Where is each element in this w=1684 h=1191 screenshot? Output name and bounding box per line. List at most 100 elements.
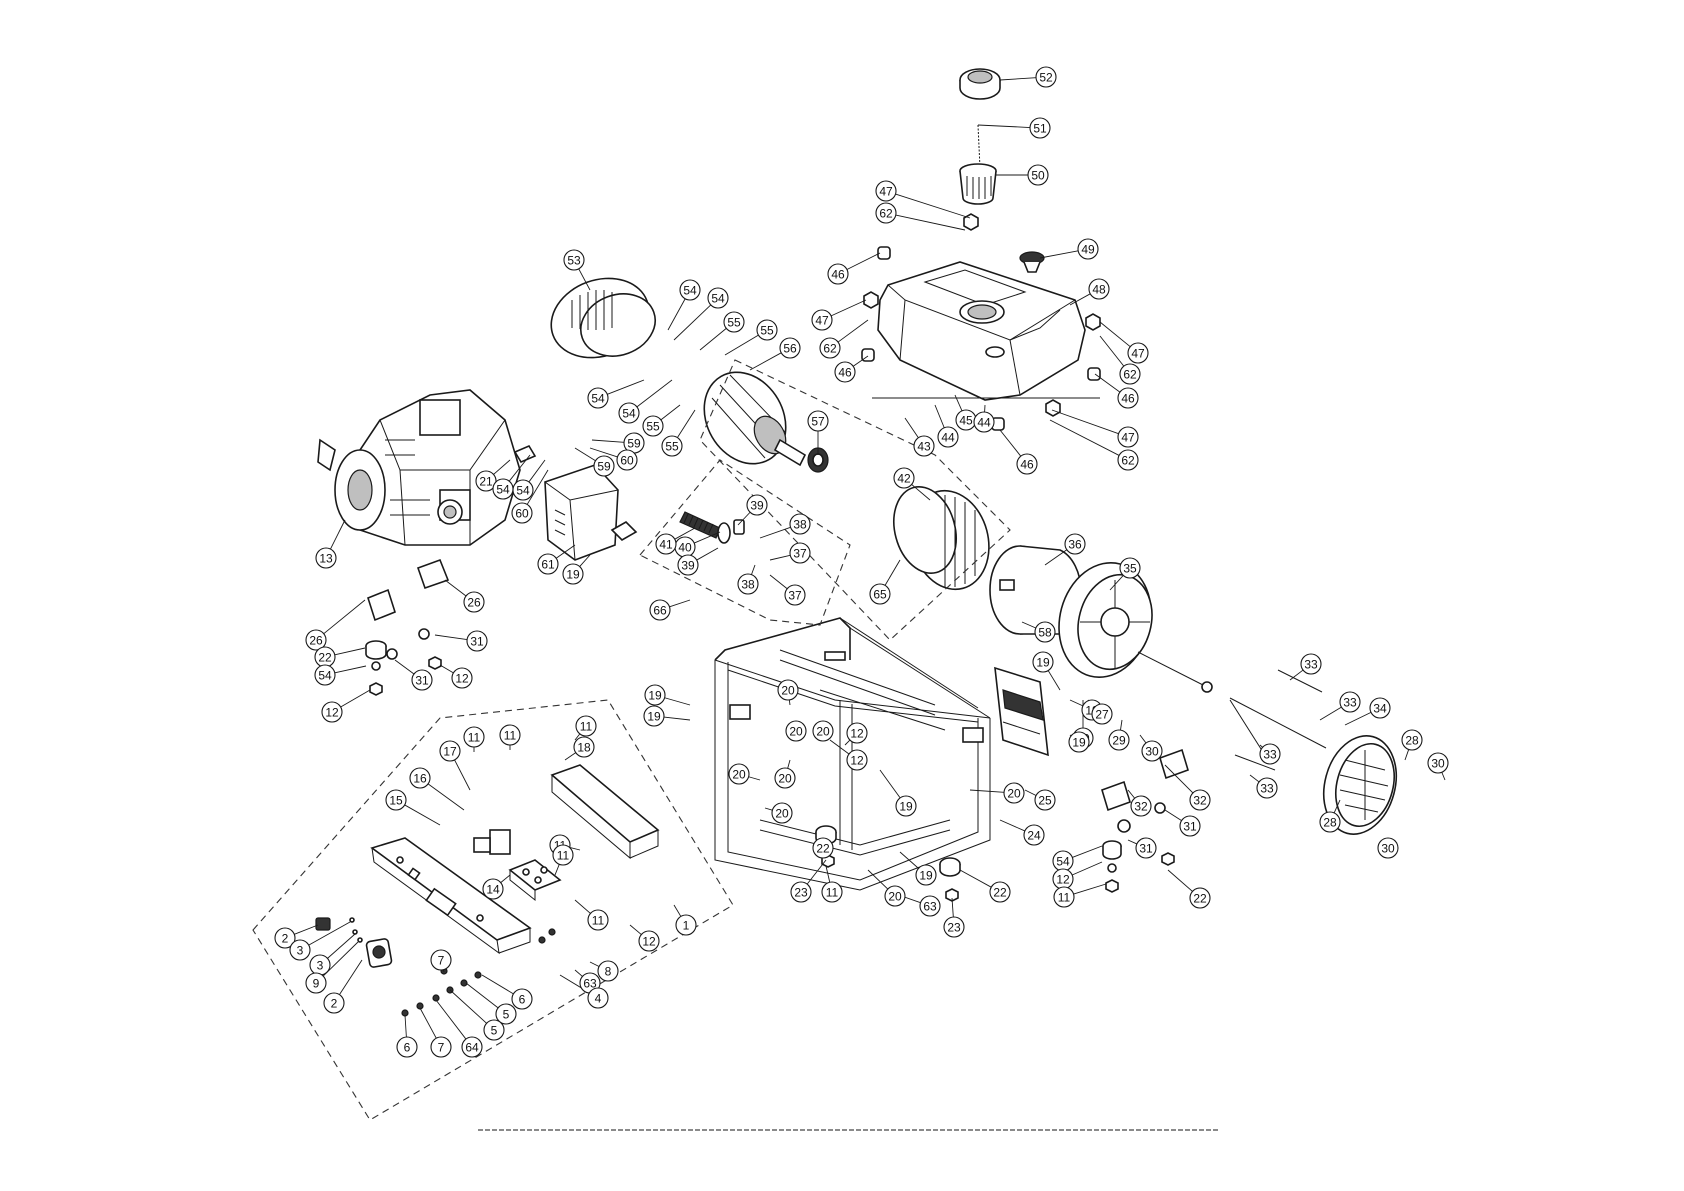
part-callout-38: 38 [737, 573, 759, 595]
through-bolt [1137, 651, 1213, 693]
end-cover [1058, 561, 1153, 679]
callout-leader [1344, 711, 1372, 726]
part-callout-19: 19 [915, 864, 937, 886]
callout-bubble [1339, 691, 1361, 713]
callout-number: 13 [319, 552, 333, 566]
part-callout-29: 29 [1108, 729, 1130, 751]
callout-bubble [616, 449, 638, 471]
callout-leader [806, 859, 827, 885]
callout-leader [669, 599, 691, 608]
callout-number: 18 [577, 741, 591, 755]
engine-mount-bracket-right [1101, 748, 1189, 893]
fuel-tank [872, 261, 1100, 401]
callout-leader [1072, 845, 1103, 858]
part-callout-54: 54 [587, 387, 609, 409]
fuel-gauge [1019, 251, 1045, 273]
callout-bubble [811, 309, 833, 331]
callout-bubble [1117, 449, 1139, 471]
callout-number: 7 [438, 954, 445, 968]
part-callout-32: 32 [1189, 789, 1211, 811]
callout-leader [1099, 321, 1131, 348]
part-callout-43: 43 [913, 435, 935, 457]
callout-number: 19 [648, 689, 662, 703]
callout-number: 1 [683, 919, 690, 933]
part-callout-19: 19 [643, 705, 665, 727]
voltage-regulator [473, 829, 511, 855]
callout-number: 59 [627, 437, 641, 451]
callout-number: 44 [941, 431, 955, 445]
callout-leader [500, 874, 511, 883]
callout-leader [589, 447, 618, 458]
callout-leader [1164, 764, 1194, 794]
part-callout-54: 54 [492, 478, 514, 500]
callout-leader [1127, 839, 1138, 845]
callout-leader [1109, 575, 1124, 591]
callout-leader [449, 989, 487, 1024]
callout-leader [327, 933, 356, 959]
part-callout-12: 12 [321, 701, 343, 723]
callout-number: 28 [1405, 734, 1419, 748]
callout-bubble [314, 664, 336, 686]
callout-number: 11 [580, 720, 593, 734]
fuel-strainer [959, 163, 997, 205]
callout-bubble [511, 502, 533, 524]
callout-bubble [869, 583, 891, 605]
callout-bubble [587, 909, 609, 931]
callout-number: 11 [468, 731, 481, 745]
callout-number: 20 [888, 890, 902, 904]
callout-number: 19 [647, 710, 661, 724]
part-callout-38: 38 [789, 513, 811, 535]
part-callout-60: 60 [616, 449, 638, 471]
callout-bubble [1091, 703, 1113, 725]
callout-number: 22 [993, 886, 1007, 900]
callout-bubble [289, 939, 311, 961]
part-callout-52: 52 [1035, 66, 1057, 88]
callout-bubble [1141, 740, 1163, 762]
part-callout-31: 31 [411, 669, 433, 691]
part-callout-11: 11 [463, 726, 485, 748]
callout-number: 56 [783, 342, 797, 356]
callout-bubble [661, 435, 683, 457]
frame-feet [815, 825, 961, 902]
callout-bubble [989, 881, 1011, 903]
callout-number: 62 [879, 207, 893, 221]
callout-bubble [875, 180, 897, 202]
callout-number: 41 [659, 538, 673, 552]
callout-number: 28 [1323, 816, 1337, 830]
callout-number: 20 [781, 684, 795, 698]
callout-leader [951, 897, 954, 918]
callout-leader [769, 554, 791, 561]
callout-number: 44 [977, 416, 991, 430]
part-callout-22: 22 [314, 646, 336, 668]
callout-number: 38 [741, 578, 755, 592]
callout-number: 20 [778, 772, 792, 786]
callout-number: 30 [1381, 842, 1395, 856]
callout-number: 31 [415, 674, 429, 688]
part-callout-20: 20 [785, 720, 807, 742]
part-callout-20: 20 [812, 720, 834, 742]
callout-leader [660, 404, 681, 421]
callout-bubble [819, 337, 841, 359]
callout-number: 11 [826, 886, 839, 900]
part-callout-9: 9 [305, 972, 327, 994]
callout-bubble [1088, 278, 1110, 300]
part-callout-46: 46 [827, 263, 849, 285]
part-callout-12: 12 [638, 930, 660, 952]
callout-leader [339, 959, 363, 995]
callout-leader [1073, 883, 1107, 895]
callout-number: 19 [899, 800, 913, 814]
callout-leader [1164, 809, 1182, 821]
callout-bubble [1119, 557, 1141, 579]
callout-number: 3 [317, 959, 324, 973]
leader-lines [294, 77, 1446, 1040]
callout-bubble [1053, 886, 1075, 908]
callout-leader [394, 659, 415, 675]
rotor [703, 371, 807, 467]
part-callout-55: 55 [723, 311, 745, 333]
callout-leader [884, 559, 901, 586]
callout-leader [1024, 789, 1037, 796]
part-callout-20: 20 [777, 679, 799, 701]
callout-leader [852, 355, 869, 367]
callout-number: 39 [750, 499, 764, 513]
